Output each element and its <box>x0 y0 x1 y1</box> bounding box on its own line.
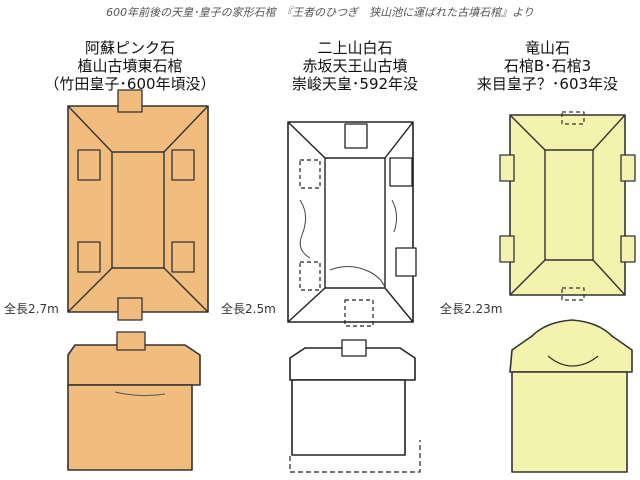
coffin-3-knob-north-dashed <box>561 111 585 125</box>
coffin-1-knob-north <box>117 89 143 113</box>
coffin-3-knob-east-2 <box>620 235 636 263</box>
coffin-1-title-line-1: 阿蘇ピンク石 <box>84 39 175 57</box>
coffin-3-lid-top-face <box>544 149 594 261</box>
coffin-2-damage-line-west <box>299 199 311 259</box>
coffin-1-hip-edge-ne <box>163 105 209 153</box>
coffin-2-side-dashed-restoration <box>289 440 421 473</box>
coffin-2-hip-edge-se <box>384 287 414 323</box>
coffin-2-side-lid <box>289 347 416 381</box>
coffin-1-knob-west-2 <box>77 241 101 273</box>
coffin-1-top-view <box>67 89 209 321</box>
coffin-2-lid-top-face <box>324 157 386 289</box>
coffin-2-length-label: 全長2.5m <box>221 302 276 316</box>
coffin-2-knob-east-2 <box>395 247 417 277</box>
coffin-1-knob-south <box>117 297 143 321</box>
coffin-3-title-line-2: 石棺B･石棺3 <box>503 57 592 75</box>
coffin-1-side-view <box>67 331 201 471</box>
coffin-3-hip-edge-ne <box>592 114 626 151</box>
coffin-2-side-view <box>289 339 421 473</box>
coffin-1-lid-top-face <box>111 151 165 269</box>
coffin-2-damage-line-east <box>391 199 398 233</box>
coffin-3-hip-edge-sw <box>509 259 546 296</box>
coffin-1-damage-line <box>114 391 166 397</box>
coffin-2-title-line-3: 崇峻天皇･592年没 <box>291 75 419 93</box>
coffin-3-knob-south-dashed <box>561 287 585 301</box>
coffin-3-title-line-3: 来目皇子？･603年没 <box>476 75 619 93</box>
coffin-3-hip-edge-nw <box>509 114 546 151</box>
coffin-1-hip-edge-nw <box>67 105 113 153</box>
coffin-2-knob-east-1 <box>389 157 413 187</box>
coffin-1-length-label: 全長2.7m <box>4 302 59 316</box>
coffin-2-side-body <box>291 379 406 456</box>
coffin-3-side-body <box>511 371 628 473</box>
coffin-1-hip-edge-se <box>163 267 209 313</box>
coffin-2-knob-west-2-dashed <box>299 261 321 291</box>
coffin-3-lid-curve <box>547 355 599 367</box>
coffin-3-knob-east-1 <box>620 154 636 182</box>
coffin-2-hip-edge-sw <box>287 287 326 323</box>
coffin-1-side-knob <box>116 331 146 351</box>
coffin-1-knob-east-2 <box>171 241 195 273</box>
coffin-3-side-view <box>509 319 633 473</box>
coffin-1-hip-edge-sw <box>67 267 113 313</box>
coffin-2-hip-edge-ne <box>384 121 414 159</box>
coffin-1-title-line-3: （竹田皇子･600年頃没） <box>44 75 216 93</box>
coffin-1-knob-west-1 <box>77 149 101 181</box>
coffin-2-title-line-1: 二上山白石 <box>317 39 393 57</box>
coffin-2-damage-line-south <box>329 266 387 291</box>
coffin-1-side-lid <box>67 344 201 386</box>
coffin-3-title-line-1: 竜山石 <box>524 39 570 57</box>
coffin-3-knob-west-2 <box>499 235 515 263</box>
coffin-2-side-knob <box>341 339 367 357</box>
coffin-3-knob-west-1 <box>499 154 515 182</box>
coffin-1-knob-east-1 <box>171 149 195 181</box>
coffin-3-side-lid <box>509 319 633 373</box>
coffin-1-side-body <box>67 384 193 471</box>
coffin-3-length-label: 全長2.23m <box>440 302 503 316</box>
coffin-2-top-view <box>287 121 417 327</box>
coffin-2-knob-south-dashed <box>344 299 374 327</box>
coffin-2-knob-west-1-dashed <box>299 159 321 189</box>
coffin-3-hip-edge-se <box>592 259 626 296</box>
coffin-3-top-view <box>499 111 636 301</box>
coffin-2-hip-edge-nw <box>287 121 326 159</box>
coffin-1-title-line-2: 植山古墳東石棺 <box>77 57 183 75</box>
coffin-2-title-line-2: 赤坂天王山古墳 <box>302 57 408 75</box>
figure-caption: 600年前後の天皇･皇子の家形石棺 『王者のひつぎ 狭山池に運ばれた古墳石棺』よ… <box>106 6 534 19</box>
coffin-2-knob-north <box>344 123 368 149</box>
